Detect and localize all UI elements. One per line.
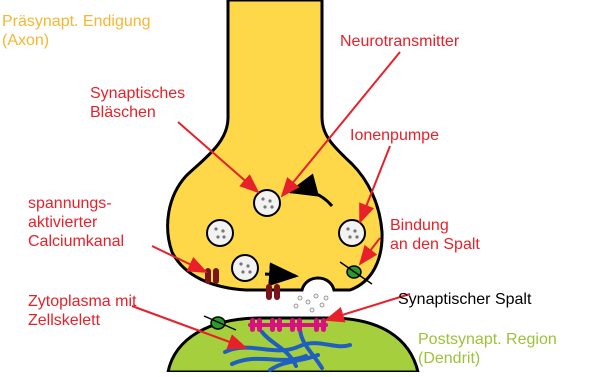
label-calcium-channel: spannungs- aktivierter Calciumkanal [28, 194, 124, 251]
label-ion-pump: Ionenpumpe [350, 126, 439, 145]
label-postsynaptic: Postsynapt. Region (Dendrit) [418, 330, 557, 368]
label-cytoplasm: Zytoplasma mit Zellskelett [28, 292, 136, 330]
neurotransmitter-particles [294, 294, 328, 312]
label-presynaptic: Präsynapt. Endigung (Axon) [2, 12, 151, 50]
arrow-icon [265, 274, 296, 276]
label-neurotransmitter: Neurotransmitter [340, 32, 459, 51]
label-binding: Bindung an den Spalt [390, 216, 480, 254]
label-vesicle: Synaptisches Bläschen [90, 84, 185, 122]
label-synaptic-cleft: Synaptischer Spalt [398, 290, 531, 309]
